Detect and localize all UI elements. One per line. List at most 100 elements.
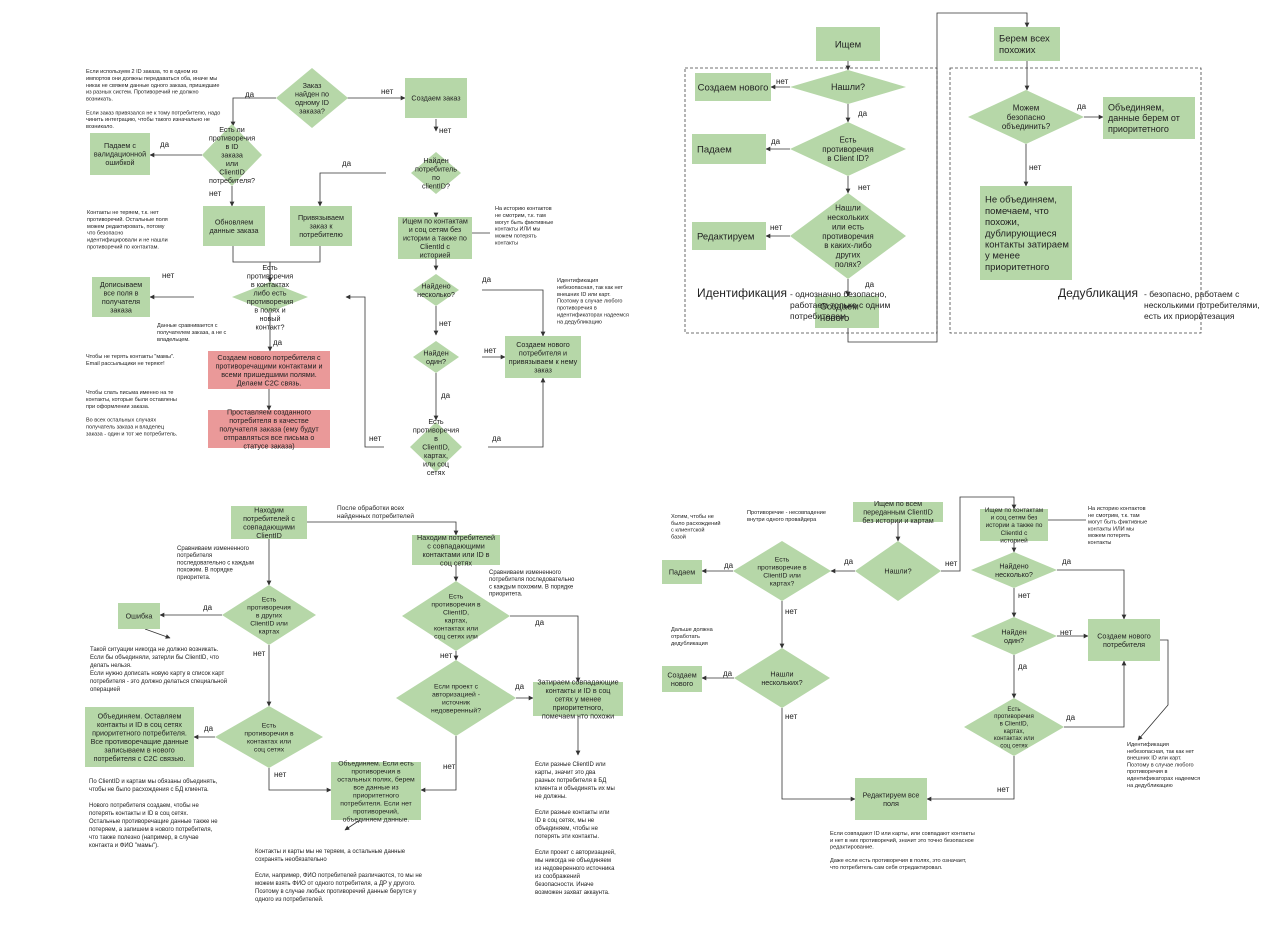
node-label: Ошибка [126, 612, 153, 621]
edge-label: да [535, 618, 545, 627]
connector [941, 496, 1017, 572]
note-two-ids: Если используем 2 ID заказа, то в одном … [86, 69, 220, 130]
edge-label: нет [253, 649, 266, 658]
note-must-merge: По ClientID и картам мы обязаны объединя… [89, 779, 218, 849]
node-label: Ищем [835, 39, 861, 50]
edge-label: нет [1018, 591, 1031, 600]
connector [926, 756, 1015, 802]
annotations: нетданетданетдаданетнетдаданетнетдаЕсли … [86, 69, 1260, 903]
node-label: Нашли? [831, 82, 865, 92]
edge-label: нет [484, 346, 497, 355]
edge-label: нет [274, 770, 287, 779]
edge-label: да [245, 90, 255, 99]
connector [268, 768, 332, 793]
edge-label: нет [443, 762, 456, 771]
edit-box: Редактируем [692, 222, 766, 250]
node-label: Нашли? [884, 567, 911, 576]
edge-label: да [1077, 102, 1087, 111]
edge-label: да [203, 603, 213, 612]
edge-label: да [723, 669, 733, 678]
node-label: Создаем нового [698, 82, 769, 93]
edge-label: нет [776, 77, 789, 86]
connector [847, 12, 1030, 343]
connector [345, 294, 384, 448]
note-contacts-cards: Контакты и карты мы не теряем, а остальн… [255, 849, 423, 903]
edge-label: да [441, 391, 451, 400]
connector [307, 521, 459, 536]
edge-label: нет [440, 651, 453, 660]
edge-label: да [724, 561, 734, 570]
edge-label: нет [770, 223, 783, 232]
node-label: Падаем [669, 568, 695, 577]
connector [510, 615, 581, 683]
connector [230, 97, 276, 127]
connector [344, 819, 361, 831]
search-box: Ищем [816, 27, 880, 61]
error-box: Ошибка [118, 603, 160, 629]
edge-label: нет [439, 126, 452, 135]
connectors [144, 12, 1202, 831]
edge-label: нет [162, 271, 175, 280]
edge-label: да [865, 280, 875, 289]
edge-label: нет [785, 712, 798, 721]
dedup-region [949, 67, 1202, 334]
connector [482, 289, 546, 337]
connector [1137, 639, 1169, 741]
edge-label: да [342, 159, 352, 168]
connector [420, 736, 457, 793]
edge-label: да [492, 434, 502, 443]
edge-label: да [1062, 557, 1072, 566]
edge-label: нет [369, 434, 382, 443]
